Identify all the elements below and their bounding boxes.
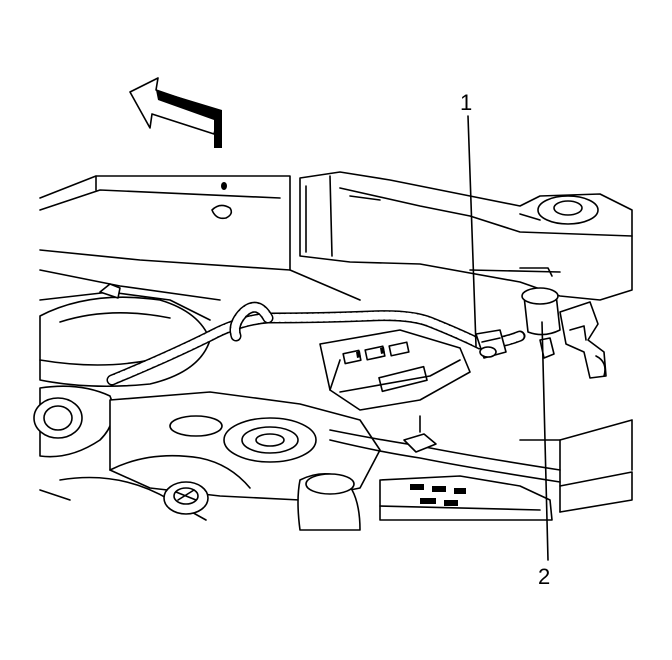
spare-tire-well [33, 385, 115, 458]
canister-assembly [319, 329, 471, 411]
sensor-cap [521, 287, 607, 379]
drain-plug-icon [163, 481, 209, 515]
callout-1-label: 1 [460, 90, 473, 115]
direction-arrow-icon [129, 77, 222, 148]
callout-1-leader [467, 115, 477, 347]
rear-plate [379, 419, 633, 521]
callout-2-leader [541, 321, 549, 561]
electrical-connector [475, 329, 507, 359]
callout-2-label: 2 [538, 564, 551, 589]
floor-pan [39, 175, 361, 321]
frame-rail [299, 171, 633, 301]
center-panel [39, 391, 381, 521]
fastener-icon [211, 182, 233, 220]
fuel-lines [329, 415, 561, 483]
lower-pipe [297, 472, 361, 531]
